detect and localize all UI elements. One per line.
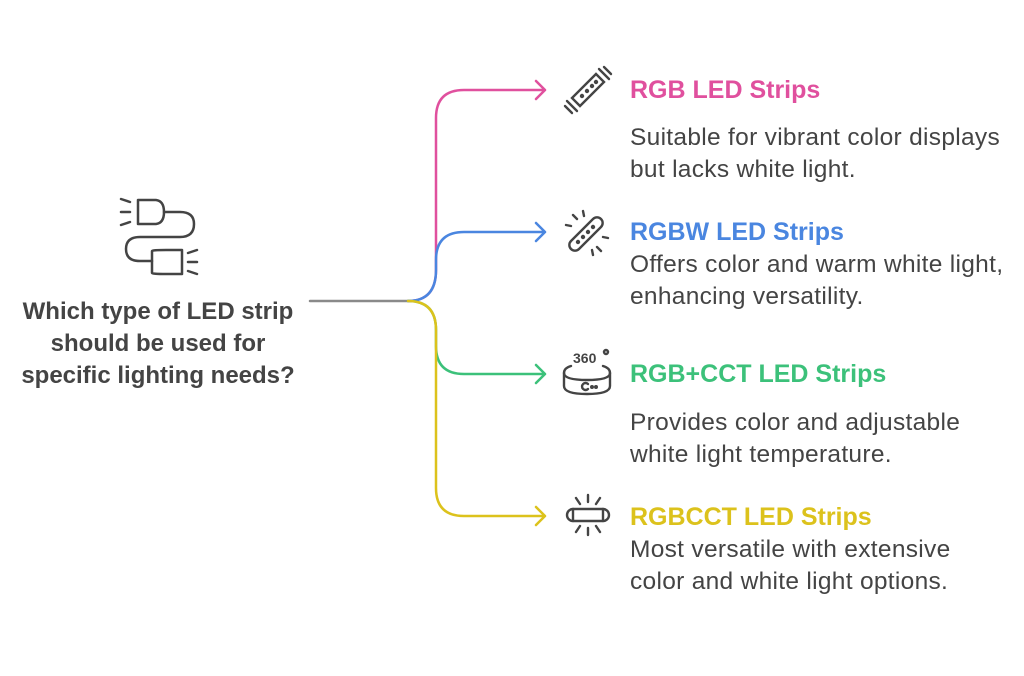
branch-rgbcct: [406, 299, 547, 527]
svg-text:360: 360: [573, 350, 597, 366]
option-desc-rgbw: Offers color and warm white light, enhan…: [630, 251, 1004, 310]
branch-rgbcct-temp: [406, 299, 547, 385]
led-strip-icon: [563, 65, 613, 115]
option-title-rgb: RGB LED Strips: [630, 76, 821, 104]
option-desc-rgb: Suitable for vibrant color displays but …: [630, 124, 1001, 183]
360-strip-icon: 360: [562, 348, 612, 396]
central-question: Which type of LED strip should be used f…: [21, 298, 295, 389]
bright-tube-icon: [565, 493, 611, 537]
option-desc-rgbcct-temp: Provides color and adjustable white ligh…: [630, 409, 961, 468]
glowing-led-strip-icon: [564, 209, 610, 257]
option-title-rgbcct-temp: RGB+CCT LED Strips: [630, 360, 887, 388]
led-bulbs-cable-icon: [119, 197, 199, 276]
branch-rgb: [406, 79, 547, 303]
branch-rgbw: [406, 221, 547, 303]
option-title-rgbw: RGBW LED Strips: [630, 218, 844, 246]
option-desc-rgbcct: Most versatile with extensive color and …: [630, 536, 951, 595]
option-title-rgbcct: RGBCCT LED Strips: [630, 503, 872, 531]
